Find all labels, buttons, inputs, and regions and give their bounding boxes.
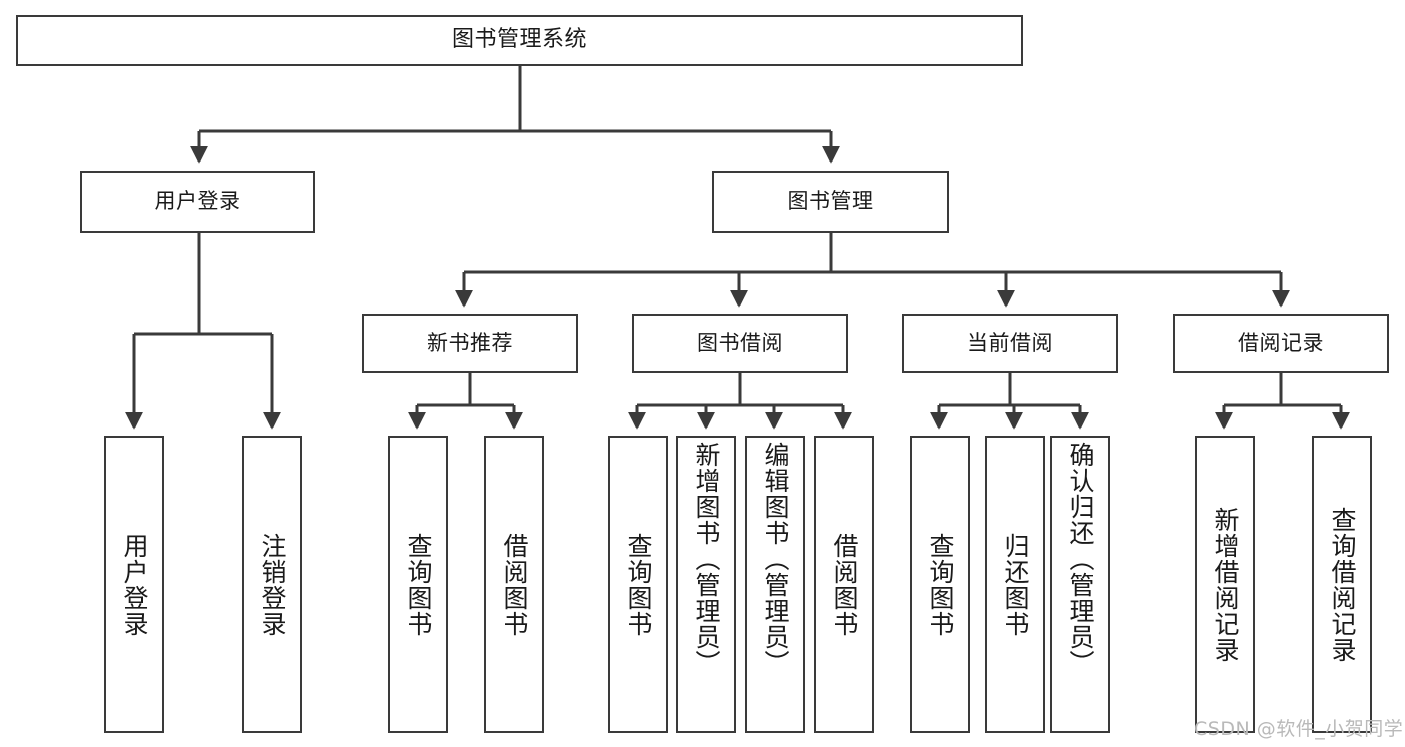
leaf-user-login-logout[interactable]: 注销登录 (242, 436, 302, 733)
node-label: 借阅图书 (500, 532, 529, 637)
node-label: 借阅图书 (830, 532, 859, 637)
node-label: 图书管理系统 (451, 27, 587, 53)
node-label: 新书推荐 (427, 330, 513, 355)
node-label: 借阅记录 (1238, 330, 1324, 355)
leaf-book-borrow-query[interactable]: 查询图书 (608, 436, 668, 733)
node-label: 查询图书 (926, 532, 955, 637)
node-label: 注销登录 (258, 532, 287, 637)
node-label: 新增图书（管理员） (692, 442, 721, 676)
node-label: 编辑图书（管理员） (761, 442, 790, 676)
node-current-borrow[interactable]: 当前借阅 (902, 314, 1118, 373)
node-borrow-record[interactable]: 借阅记录 (1173, 314, 1389, 373)
leaf-book-borrow-borrow[interactable]: 借阅图书 (814, 436, 874, 733)
node-label: 查询借阅记录 (1328, 506, 1357, 663)
csdn-watermark: CSDN @软件_小贺同学 (1194, 718, 1404, 740)
node-label: 图书管理 (787, 189, 874, 214)
node-label: 查询图书 (404, 532, 433, 637)
node-book-management[interactable]: 图书管理 (712, 171, 949, 233)
node-label: 图书借阅 (697, 330, 783, 355)
leaf-current-borrow-return[interactable]: 归还图书 (985, 436, 1045, 733)
node-book-borrow[interactable]: 图书借阅 (632, 314, 848, 373)
leaf-current-borrow-query[interactable]: 查询图书 (910, 436, 970, 733)
leaf-current-borrow-confirm-return[interactable]: 确认归还（管理员） (1050, 436, 1110, 733)
leaf-book-borrow-add[interactable]: 新增图书（管理员） (676, 436, 736, 733)
node-user-login[interactable]: 用户登录 (80, 171, 315, 233)
leaf-new-book-borrow[interactable]: 借阅图书 (484, 436, 544, 733)
node-label: 归还图书 (1001, 532, 1030, 637)
node-label: 查询图书 (624, 532, 653, 637)
leaf-user-login-login[interactable]: 用户登录 (104, 436, 164, 733)
node-new-book-recommend[interactable]: 新书推荐 (362, 314, 578, 373)
node-label: 确认归还（管理员） (1066, 442, 1095, 676)
node-root-book-management-system[interactable]: 图书管理系统 (16, 15, 1023, 66)
node-label: 当前借阅 (967, 330, 1053, 355)
node-label: 用户登录 (154, 189, 241, 214)
leaf-book-borrow-edit[interactable]: 编辑图书（管理员） (745, 436, 805, 733)
leaf-borrow-record-add[interactable]: 新增借阅记录 (1195, 436, 1255, 733)
node-label: 新增借阅记录 (1211, 506, 1240, 663)
leaf-borrow-record-query[interactable]: 查询借阅记录 (1312, 436, 1372, 733)
leaf-new-book-query[interactable]: 查询图书 (388, 436, 448, 733)
node-label: 用户登录 (120, 532, 149, 637)
